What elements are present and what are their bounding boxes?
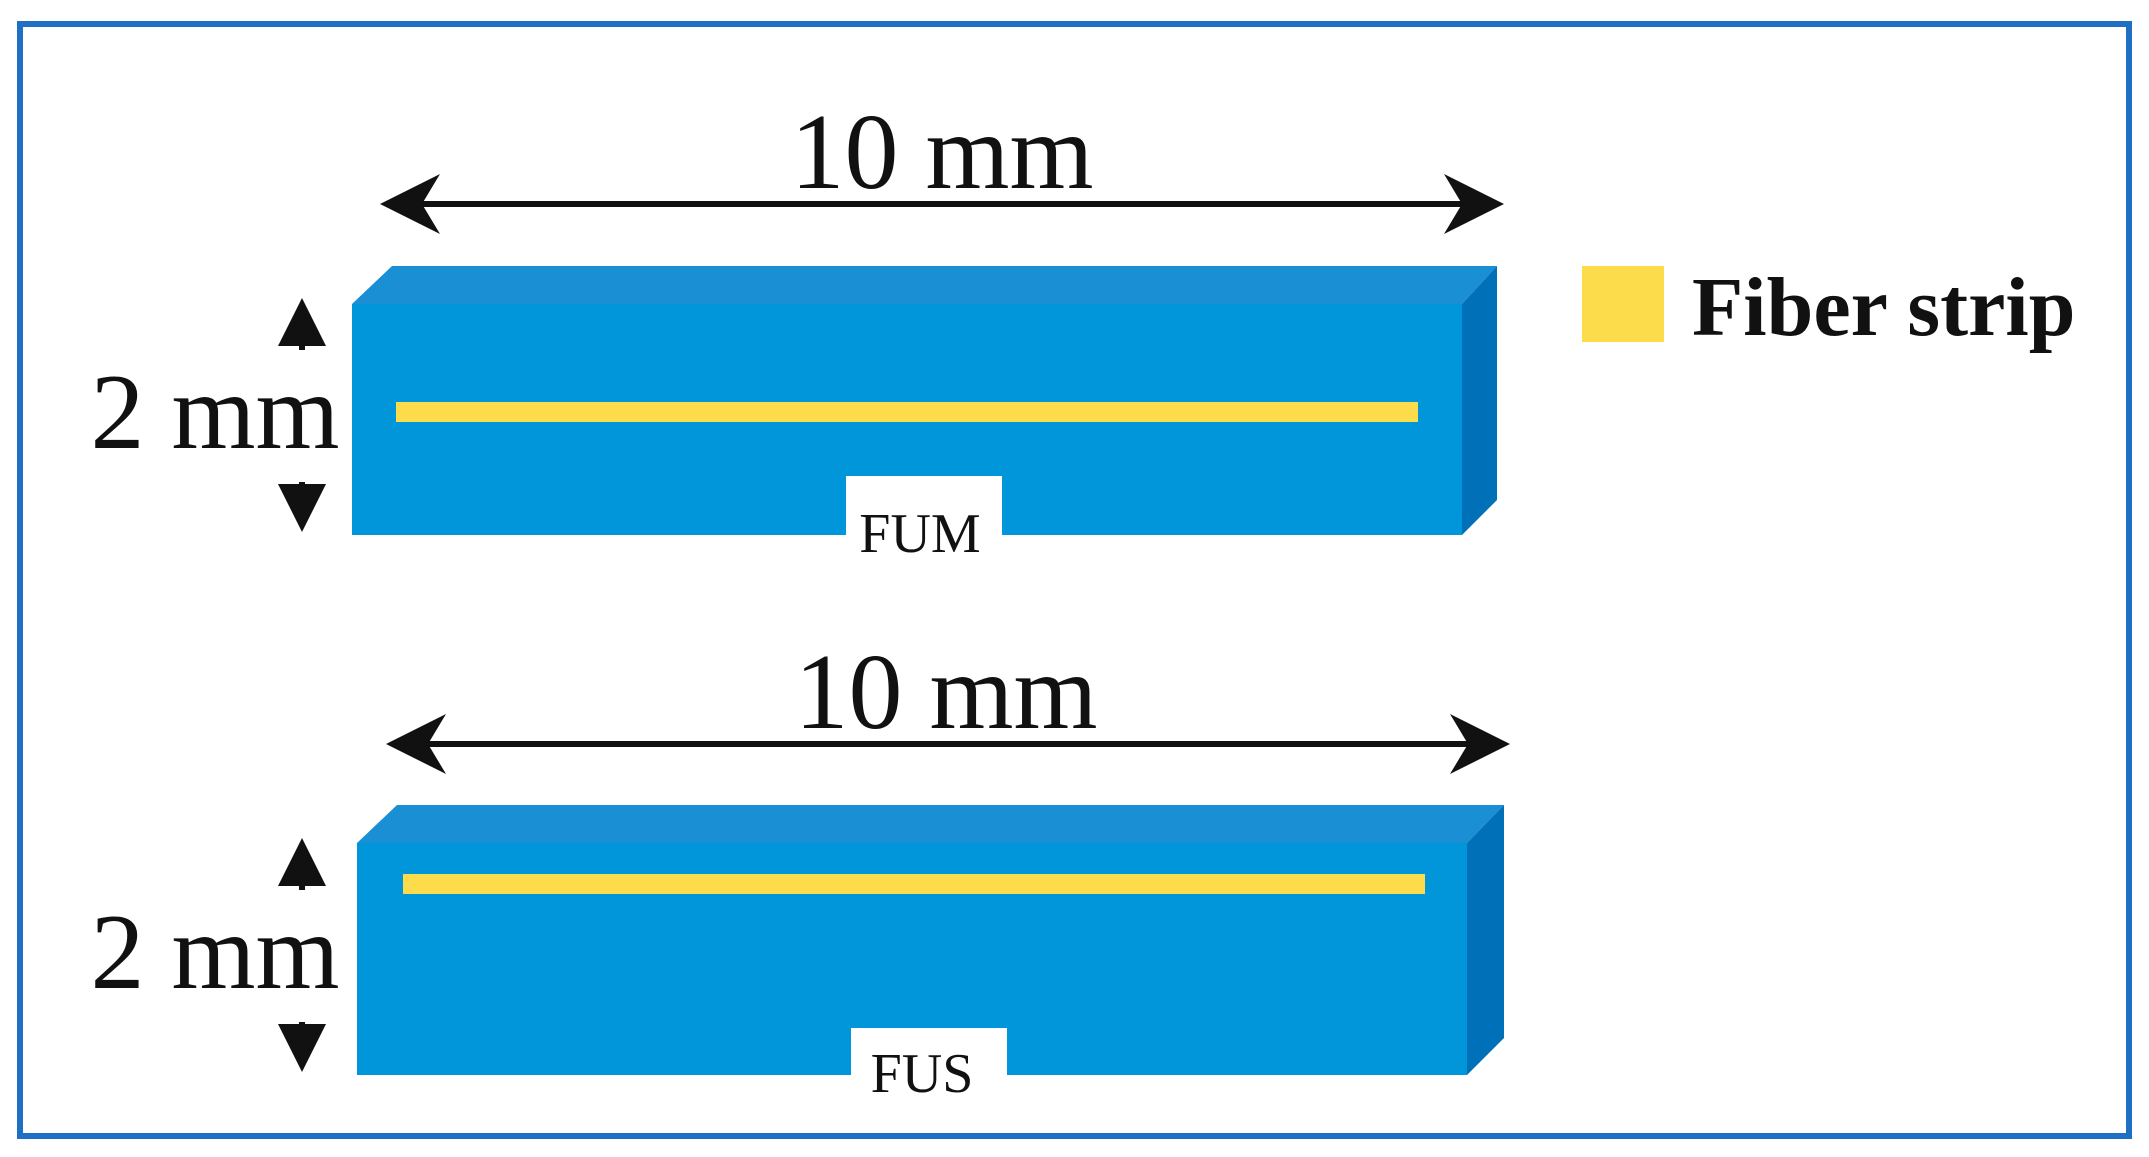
block-top-face [357,805,1504,843]
specimen-tag: FUM [859,503,980,565]
specimen-tag: FUS [871,1043,974,1105]
block-side-face [1462,266,1497,535]
specimen-fum: 10 mm FUM 2 mm [90,93,1504,565]
legend: Fiber strip [1582,261,2075,354]
legend-label-fiber-strip: Fiber strip [1692,261,2075,354]
legend-swatch-fiber-strip [1582,266,1664,342]
length-label: 10 mm [794,633,1097,752]
height-label: 2 mm [90,353,339,472]
fiber-strip [403,874,1425,894]
specimen-tag-box [846,476,1002,558]
length-label: 10 mm [790,93,1093,212]
fiber-strip [396,402,1418,422]
height-label: 2 mm [90,893,339,1012]
specimen-fus: 10 mm FUS 2 mm [90,633,1510,1108]
block-top-face [352,266,1497,304]
block-side-face [1467,805,1504,1075]
specimen-tag-box [851,1028,1007,1108]
